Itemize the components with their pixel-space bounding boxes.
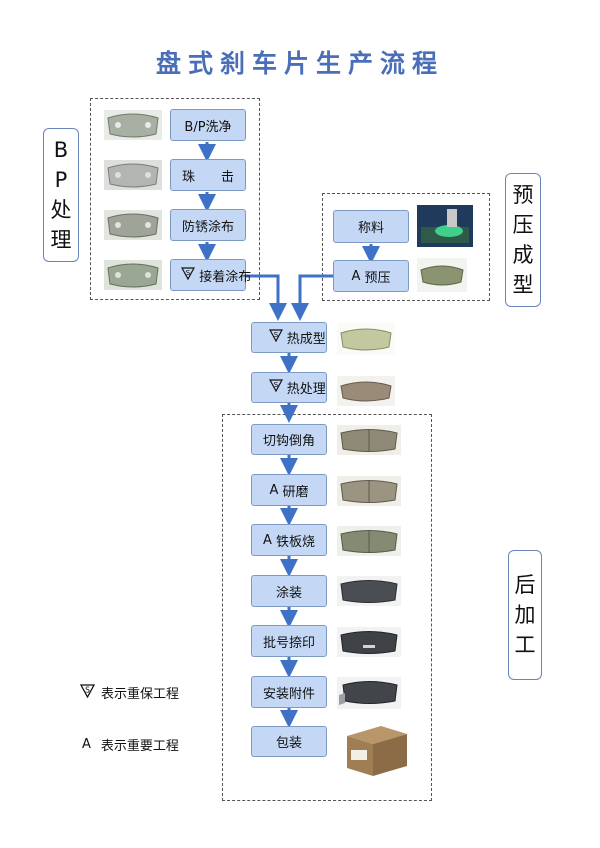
step-scorching: A 铁板烧 — [251, 524, 327, 556]
backing-plate-image — [104, 210, 162, 240]
accessory-pad-image — [337, 677, 401, 709]
step-label: 热处理 — [286, 382, 326, 397]
arrow-merge-right — [291, 274, 333, 321]
step-label: 接着涂布 — [199, 269, 252, 285]
preformed-pad-image — [417, 258, 467, 292]
s-triangle-icon: S — [165, 252, 196, 299]
step-label: 珠 击 — [181, 169, 234, 185]
side-label-post-char: 后 — [514, 573, 536, 597]
chamfered-pad-image — [337, 425, 401, 455]
s-mark-text: S — [274, 381, 279, 389]
backing-plate-image — [104, 160, 162, 190]
post-group-frame — [222, 414, 432, 801]
s-triangle-icon: S — [252, 364, 283, 411]
step-label: 切钩倒角 — [262, 434, 315, 449]
step-hot-forming: S 热成型 — [251, 322, 327, 353]
arrow-merge-left — [245, 274, 287, 321]
step-adhesive-coating: S 接着涂布 — [170, 259, 251, 291]
step-painting: 涂装 — [251, 575, 327, 607]
a-mark: A — [269, 482, 279, 498]
side-label-pre-char: 压 — [512, 213, 534, 237]
weighing-machine-image — [417, 205, 473, 247]
step-cutting-chamfer: 切钩倒角 — [251, 424, 327, 455]
step-attach-accessories: 安装附件 — [251, 676, 327, 708]
s-mark-text: S — [274, 331, 279, 339]
step-label: 安装附件 — [262, 686, 315, 702]
painted-pad-image — [337, 576, 401, 606]
side-label-post-char: 加 — [514, 603, 536, 627]
step-preforming: A 预压 — [333, 260, 409, 292]
a-mark: A — [82, 737, 91, 752]
formed-pad-image — [337, 323, 395, 355]
a-mark: A — [351, 268, 361, 284]
step-rust-coating: 防锈涂布 — [170, 209, 246, 241]
printed-pad-image — [337, 627, 401, 657]
side-label-bp-char: 理 — [50, 228, 72, 252]
legend-s-mark: S 表示重保工程 — [80, 683, 179, 702]
side-label-pre-char: 型 — [512, 273, 534, 297]
legend-a-mark: A 表示重要工程 — [82, 735, 179, 754]
step-label: 防锈涂布 — [181, 219, 234, 235]
step-weighing: 称料 — [333, 210, 409, 243]
side-label-bp-char: 处 — [50, 198, 72, 222]
side-label-bp-char: B — [53, 138, 69, 162]
step-packaging: 包装 — [251, 726, 327, 757]
a-mark: A — [263, 532, 272, 548]
step-label: 研磨 — [282, 484, 309, 500]
scorched-pad-image — [337, 526, 401, 556]
side-label-pre: 预 压 成 型 — [505, 173, 541, 307]
s-triangle-icon: S — [252, 314, 283, 361]
step-heat-treatment: S 热处理 — [251, 372, 327, 403]
side-label-bp: B P 处 理 — [43, 128, 79, 262]
step-label: 铁板烧 — [275, 534, 315, 550]
pre-group-frame — [322, 193, 490, 301]
step-label: 热成型 — [286, 332, 326, 347]
ground-pad-image — [337, 476, 401, 506]
s-triangle-icon: S — [80, 683, 95, 702]
s-mark-text: S — [85, 685, 90, 694]
heat-treated-pad-image — [337, 376, 395, 406]
step-label: B/P洗净 — [184, 119, 232, 135]
side-label-pre-char: 预 — [512, 183, 534, 207]
side-label-pre-char: 成 — [512, 243, 534, 267]
step-label: 涂装 — [275, 585, 302, 601]
legend-a-text: 表示重要工程 — [100, 739, 179, 754]
backing-plate-image — [104, 110, 162, 140]
bp-group-frame — [90, 98, 260, 300]
step-label: 批号捺印 — [262, 635, 315, 651]
page-title: 盘式刹车片生产流程 — [155, 49, 444, 78]
package-box-image — [347, 726, 407, 776]
backing-plate-image — [104, 260, 162, 290]
step-grinding: A 研磨 — [251, 474, 327, 506]
s-mark-text: S — [186, 269, 191, 277]
side-label-post-char: 工 — [514, 633, 536, 657]
step-bp-wash: B/P洗净 — [170, 109, 246, 141]
step-lot-printing: 批号捺印 — [251, 625, 327, 657]
step-label: 包装 — [275, 736, 302, 751]
step-shot-blast: 珠 击 — [170, 159, 246, 191]
side-label-post: 后 加 工 — [508, 550, 542, 680]
step-label: 预压 — [364, 270, 391, 286]
side-label-bp-char: P — [54, 168, 68, 192]
legend-s-text: 表示重保工程 — [101, 687, 180, 702]
step-label: 称料 — [357, 221, 384, 236]
